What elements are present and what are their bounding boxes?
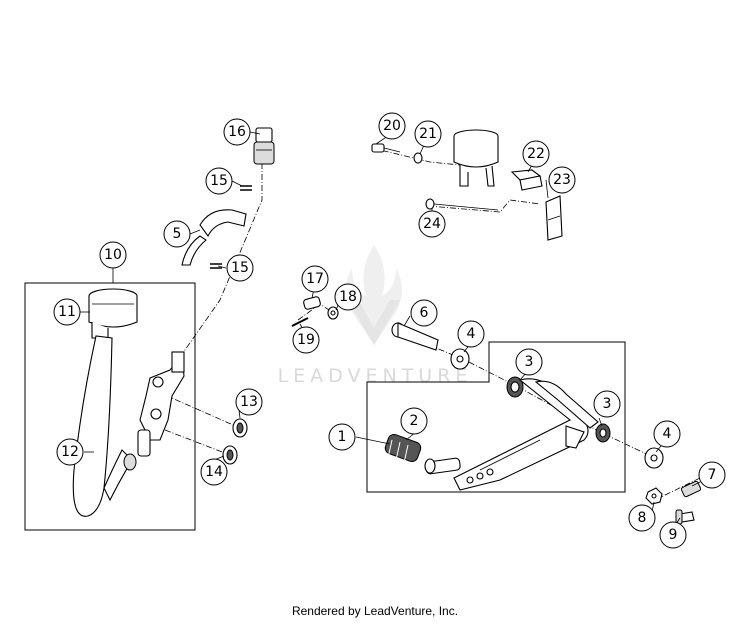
bolt-14 — [222, 445, 238, 465]
svg-text:16: 16 — [228, 124, 246, 140]
brake-pedal-group-box — [366, 341, 626, 493]
callout-13: 13 — [235, 388, 263, 416]
callout-16: 16 — [223, 118, 251, 146]
svg-text:8: 8 — [638, 510, 647, 526]
svg-text:17: 17 — [306, 271, 324, 287]
callout-23: 23 — [548, 166, 576, 194]
hose-guide-5 — [181, 209, 247, 266]
reservoir-axis-line — [371, 147, 461, 166]
callout-21: 21 — [414, 120, 442, 148]
callout-12: 12 — [56, 438, 84, 466]
svg-text:20: 20 — [383, 118, 401, 134]
callout-10: 10 — [99, 241, 127, 269]
callout-8: 8 — [628, 504, 656, 532]
callout-14: 14 — [200, 458, 228, 486]
svg-text:15: 15 — [210, 173, 228, 189]
svg-text:6: 6 — [420, 305, 429, 321]
clamp-15-upper — [240, 185, 252, 191]
pedal-step — [424, 457, 461, 475]
cotter-pin-19 — [291, 317, 309, 327]
callout-15-upper: 15 — [205, 167, 233, 195]
washer-4-lower — [644, 447, 664, 469]
callout-3-lower: 3 — [593, 390, 621, 418]
callout-1: 1 — [328, 423, 356, 451]
svg-text:12: 12 — [61, 444, 79, 460]
svg-text:24: 24 — [423, 216, 441, 232]
svg-text:10: 10 — [104, 247, 122, 263]
master-cylinder-body — [123, 351, 185, 471]
hose-axis-line — [177, 130, 263, 361]
reservoir-top — [453, 129, 499, 187]
washer-4-upper — [450, 348, 470, 370]
watermark-logo — [346, 245, 402, 345]
svg-text:3: 3 — [525, 354, 534, 370]
screw-9 — [675, 509, 695, 525]
screw-20 — [371, 143, 401, 153]
callout-9: 9 — [659, 521, 687, 549]
svg-text:1: 1 — [338, 429, 347, 445]
callout-15-lower: 15 — [226, 254, 254, 282]
svg-text:15: 15 — [231, 260, 249, 276]
svg-text:13: 13 — [240, 394, 258, 410]
spring-2 — [384, 433, 422, 464]
bearing-3-lower — [595, 423, 611, 443]
reservoir-11 — [88, 288, 138, 339]
cap-22 — [510, 169, 543, 191]
callout-4-upper: 4 — [457, 320, 485, 348]
callout-20: 20 — [378, 112, 406, 140]
svg-text:5: 5 — [173, 226, 182, 242]
callout-7: 7 — [698, 461, 726, 489]
svg-text:9: 9 — [669, 527, 678, 543]
bolt-24 — [425, 198, 499, 211]
bolt-13-axis-line — [164, 394, 241, 429]
svg-text:23: 23 — [553, 172, 571, 188]
bracket-axis-line — [427, 199, 541, 213]
svg-text:21: 21 — [419, 126, 437, 142]
footer-credit: Rendered by LeadVenture, Inc. — [291, 604, 459, 618]
callout-5: 5 — [163, 220, 191, 248]
callout-3-upper: 3 — [515, 348, 543, 376]
svg-text:19: 19 — [297, 332, 315, 348]
washer-21 — [413, 152, 423, 164]
hose-12 — [72, 335, 133, 517]
switch-axis-line — [654, 477, 701, 501]
bolt-14-axis-line — [164, 429, 231, 456]
brake-pedal-1 — [453, 378, 599, 491]
switch-7 — [680, 480, 702, 498]
pin-17 — [303, 296, 321, 310]
callout-6: 6 — [410, 299, 438, 327]
svg-text:2: 2 — [410, 413, 419, 429]
callout-4-lower: 4 — [653, 420, 681, 448]
callout-17: 17 — [301, 265, 329, 293]
callout-19: 19 — [292, 326, 320, 354]
callout-2: 2 — [400, 407, 428, 435]
bolt-6 — [391, 322, 439, 351]
bolt-13 — [232, 418, 248, 438]
svg-text:14: 14 — [205, 464, 223, 480]
svg-text:22: 22 — [527, 146, 545, 162]
clamp-15-lower — [210, 263, 222, 269]
nut-8 — [645, 487, 663, 505]
svg-text:7: 7 — [708, 467, 717, 483]
svg-text:18: 18 — [339, 289, 357, 305]
callout-11: 11 — [53, 298, 81, 326]
svg-text:4: 4 — [467, 326, 476, 342]
master-cylinder-group-box — [24, 282, 196, 531]
hose-clamp-16 — [253, 127, 275, 165]
bearing-3-upper — [506, 376, 524, 398]
bracket-23 — [545, 195, 563, 241]
callout-22: 22 — [522, 140, 550, 168]
watermark-text: LEADVENTURE — [278, 365, 473, 387]
callout-18: 18 — [334, 283, 362, 311]
svg-text:4: 4 — [663, 426, 672, 442]
svg-text:3: 3 — [603, 396, 612, 412]
callout-24: 24 — [418, 210, 446, 238]
svg-text:11: 11 — [58, 304, 76, 320]
washer-18 — [327, 306, 339, 320]
